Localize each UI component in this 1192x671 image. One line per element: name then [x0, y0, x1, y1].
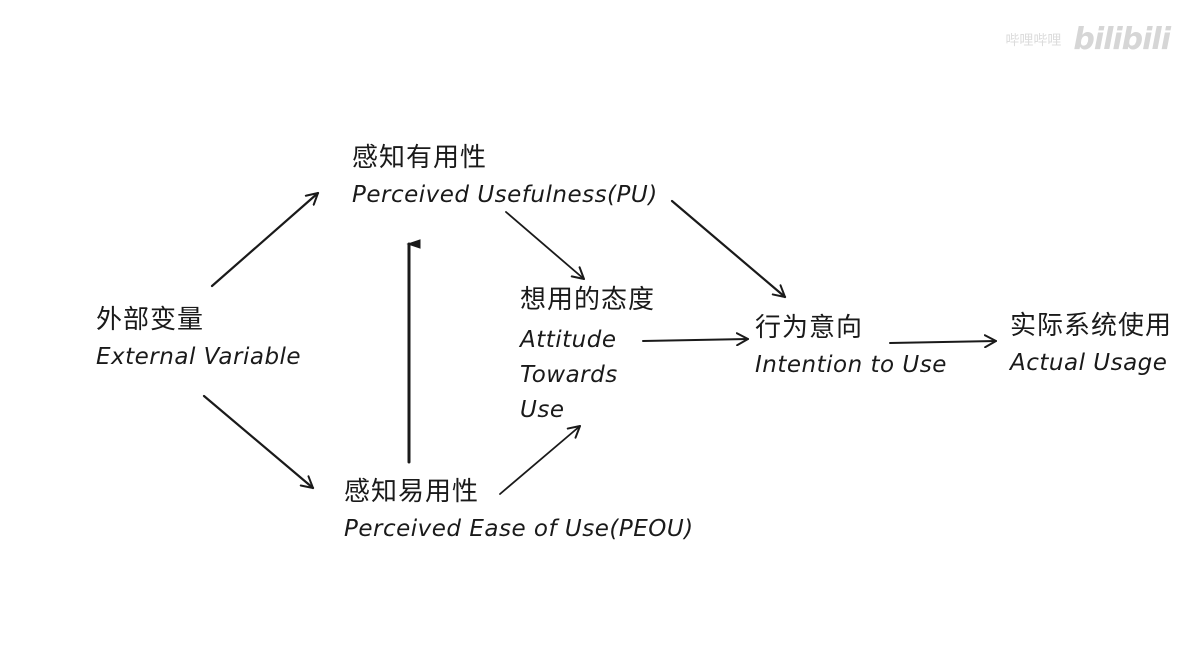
arrow-external-to-peou	[202, 394, 315, 490]
node-intention-to-use: 行为意向 Intention to Use	[755, 312, 947, 379]
external-variable-en: External Variable	[96, 343, 302, 370]
arrow-pu-to-attitude	[505, 211, 585, 280]
node-perceived-ease-of-use: 感知易用性 Perceived Ease of Use(PEOU)	[344, 476, 694, 543]
attitude-en-line-3: Use	[520, 396, 565, 423]
actual-usage-en: Actual Usage	[1010, 349, 1168, 376]
bilibili-logo: bilibili	[1073, 22, 1171, 57]
attitude-en-line-2: Towards	[520, 361, 618, 388]
arrow-attitude-to-intention	[642, 332, 749, 347]
watermark-text: 哔哩哔哩	[1005, 32, 1062, 49]
intention-zh: 行为意向	[755, 313, 864, 343]
node-attitude-towards-use: 想用的态度 Attitude Towards Use	[520, 284, 655, 428]
arrow-external-to-pu	[210, 191, 320, 288]
intention-en: Intention to Use	[755, 351, 947, 378]
perceived-usefulness-en: Perceived Usefulness(PU)	[352, 181, 658, 208]
attitude-zh: 想用的态度	[520, 285, 656, 315]
external-variable-zh: 外部变量	[96, 305, 205, 335]
node-actual-usage: 实际系统使用 Actual Usage	[1010, 310, 1172, 377]
node-external-variable: 外部变量 External Variable	[96, 304, 301, 371]
node-perceived-usefulness: 感知有用性 Perceived Usefulness(PU)	[352, 142, 658, 209]
attitude-en-line-1: Attitude	[520, 326, 617, 353]
arrow-intention-to-usage	[889, 334, 997, 349]
arrow-pu-to-intention	[670, 199, 787, 299]
watermark: 哔哩哔哩 bilibili	[1005, 22, 1171, 57]
perceived-ease-en: Perceived Ease of Use(PEOU)	[344, 515, 694, 542]
perceived-ease-zh: 感知易用性	[344, 477, 480, 507]
actual-usage-zh: 实际系统使用	[1010, 311, 1173, 341]
arrow-peou-to-attitude	[499, 425, 581, 495]
perceived-usefulness-zh: 感知有用性	[352, 143, 488, 173]
